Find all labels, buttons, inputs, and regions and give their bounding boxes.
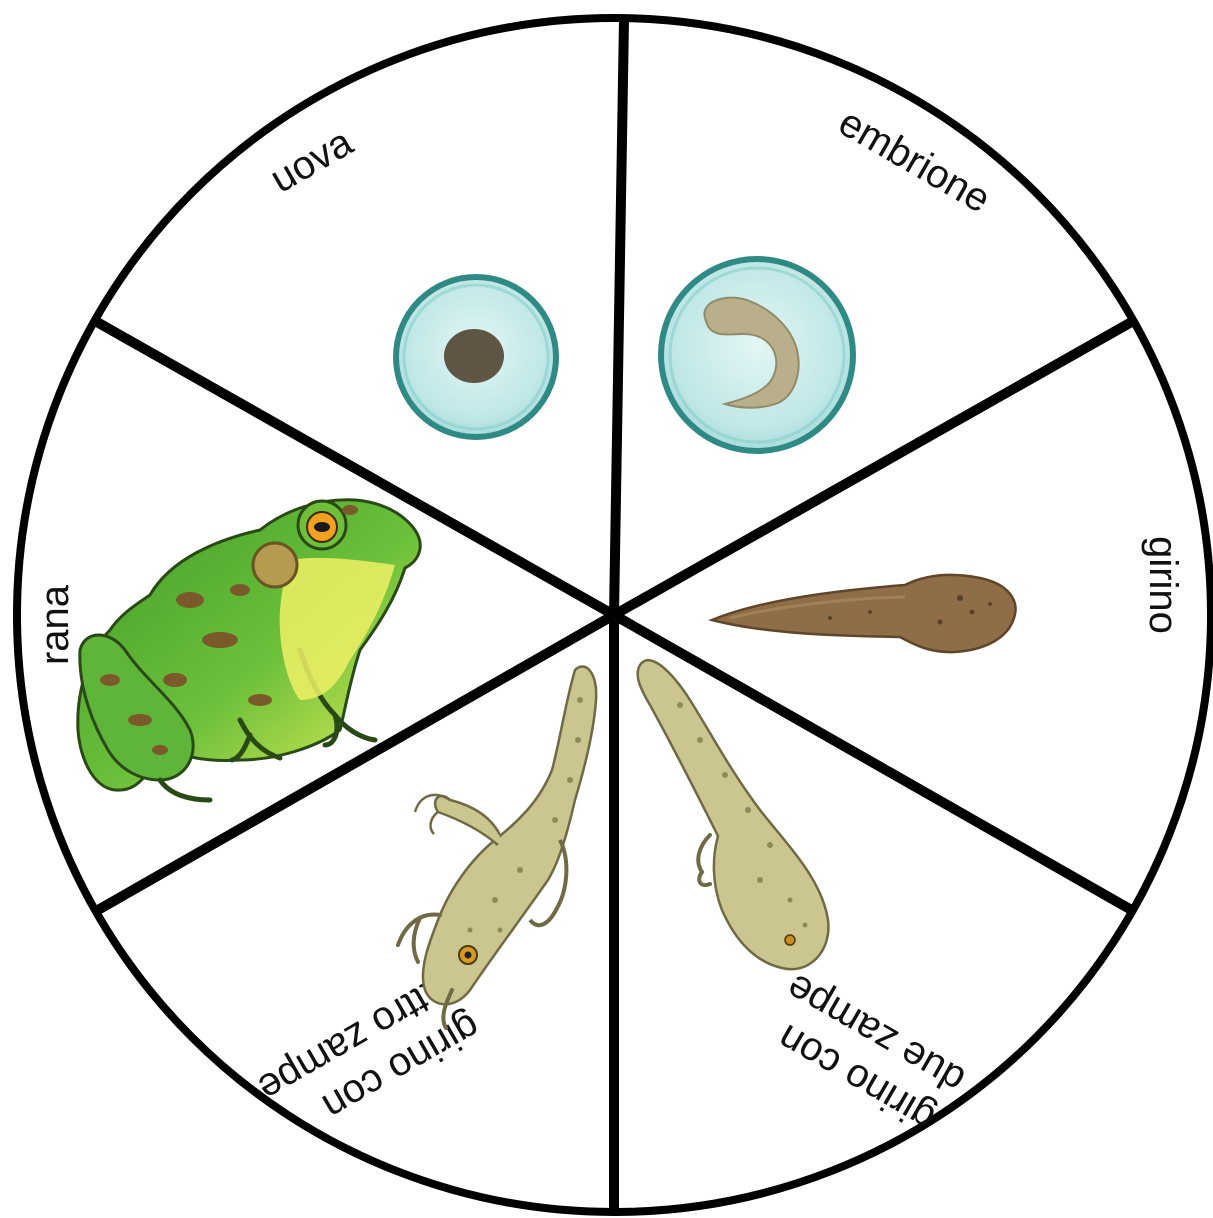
label-rana-line: rana: [33, 584, 77, 665]
label-girino: girino: [1141, 536, 1185, 634]
label-rana: rana: [33, 584, 77, 665]
label-girino-line: girino: [1141, 536, 1185, 634]
nucleus-icon: [444, 329, 504, 383]
embryo-in-egg-icon: [661, 259, 853, 451]
egg-cell-icon: [396, 277, 556, 437]
frog-eardrum: [253, 543, 297, 587]
